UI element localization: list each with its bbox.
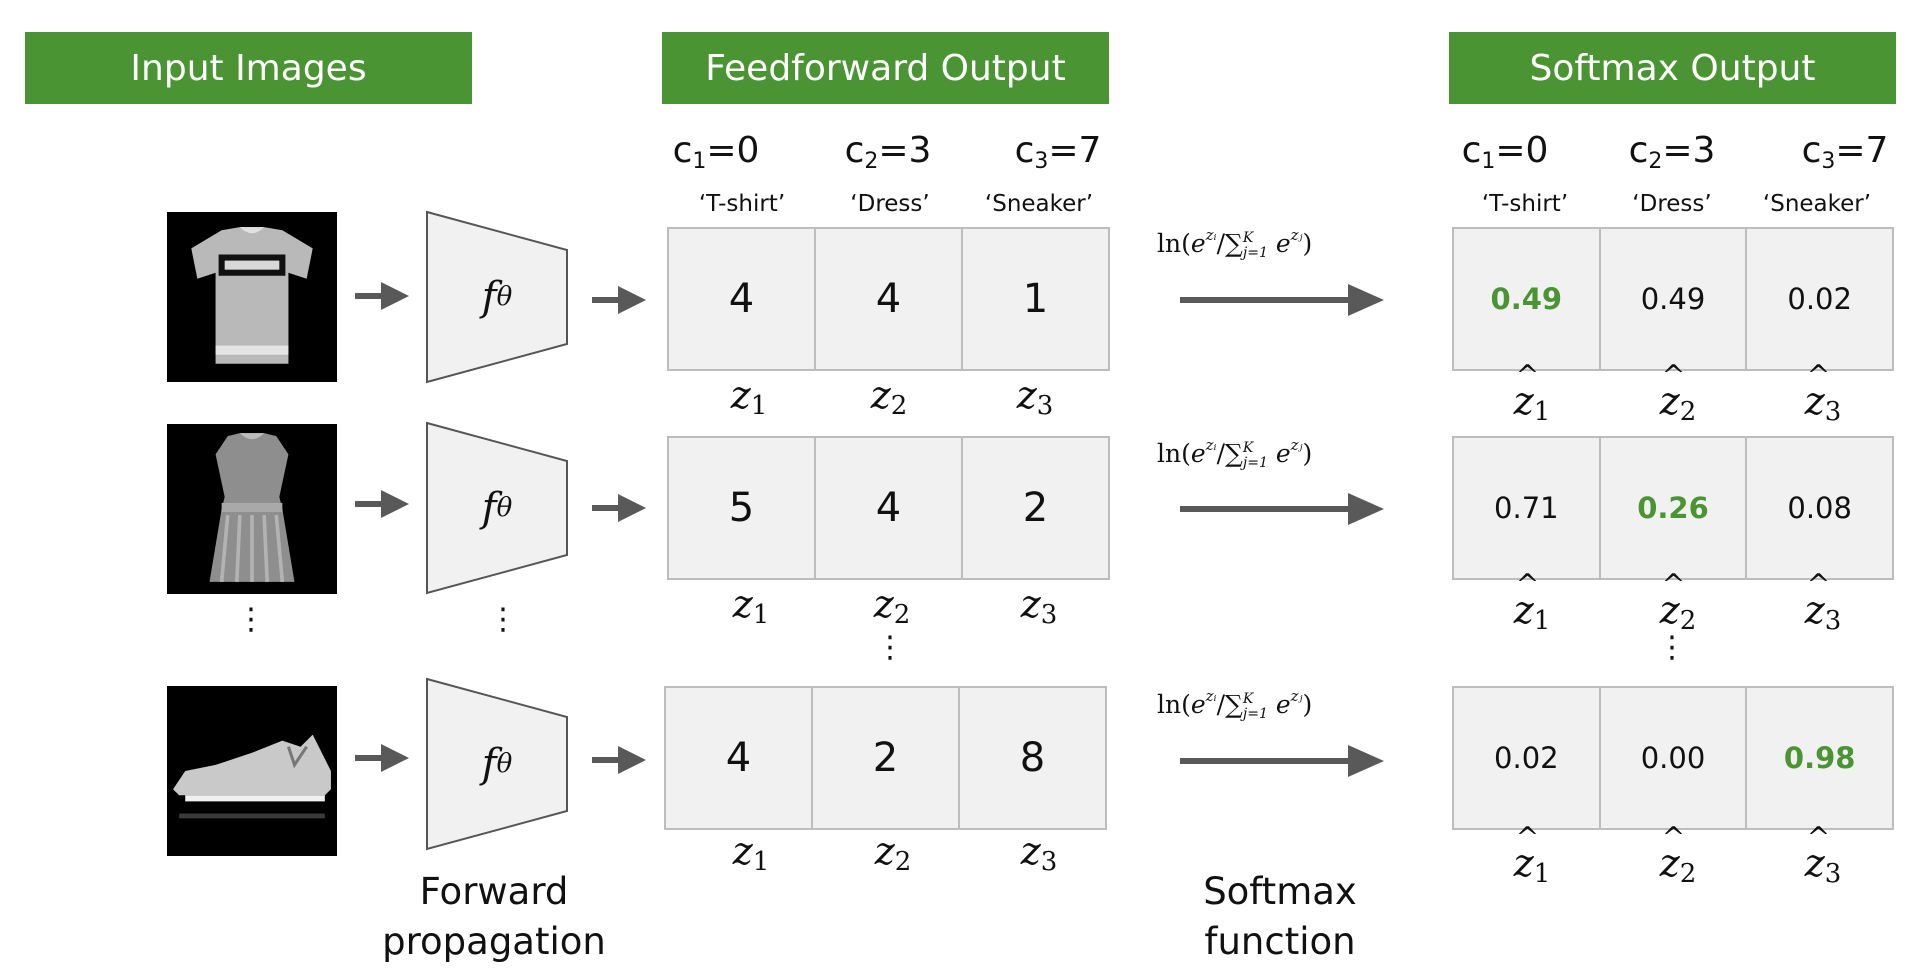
logit-cell: 2 <box>1022 485 1049 531</box>
class-name-3: ‘Sneaker’ <box>1762 191 1872 217</box>
class-label-1: c1=0 <box>1461 130 1549 174</box>
feedforward-output-header: Feedforward Output <box>662 32 1109 104</box>
z-hat-label: z1 <box>1514 824 1551 887</box>
input-images-header: Input Images <box>25 32 472 104</box>
arrow-icon <box>355 484 409 524</box>
vertical-ellipsis: ⋮ <box>1657 630 1687 665</box>
probability-cell: 0.26 <box>1601 438 1748 578</box>
z-label: z1 <box>732 582 770 630</box>
arrow-icon <box>592 488 646 528</box>
logit-row: 5 4 2 <box>667 436 1110 580</box>
z-label: z2 <box>873 582 911 630</box>
arrow-icon <box>592 280 646 320</box>
logit-cell: 2 <box>813 688 960 828</box>
vertical-ellipsis: ⋮ <box>875 630 905 665</box>
probability-cell: 0.02 <box>1454 688 1601 828</box>
arrow-icon <box>1180 280 1384 320</box>
probability-row: 0.71 0.26 0.08 <box>1452 436 1894 580</box>
class-name-2: ‘Dress’ <box>1632 191 1712 217</box>
softmax-function-caption: Softmax function <box>1203 870 1357 963</box>
sneaker-image <box>167 686 337 856</box>
arrow-icon <box>1180 489 1384 529</box>
z-hat-label: z1 <box>1514 362 1551 425</box>
class-label-3: c3=7 <box>1801 130 1889 174</box>
arrow-icon <box>592 740 646 780</box>
probability-cell: 0.00 <box>1601 688 1748 828</box>
logit-cell: 4 <box>669 229 816 369</box>
z-label: z3 <box>1016 373 1054 421</box>
probability-cell: 0.98 <box>1783 741 1856 775</box>
z-hat-label: z3 <box>1805 571 1842 634</box>
class-name-1: ‘T-shirt’ <box>698 191 786 217</box>
class-label-1: c1=0 <box>672 130 760 174</box>
vertical-ellipsis: ⋮ <box>236 602 266 637</box>
z-label: z2 <box>874 829 912 877</box>
class-name-1: ‘T-shirt’ <box>1481 191 1569 217</box>
z-hat-label: z1 <box>1514 571 1551 634</box>
class-label-2: c2=3 <box>844 130 932 174</box>
class-label-3: c3=7 <box>1014 130 1102 174</box>
z-hat-label: z2 <box>1660 362 1697 425</box>
probability-cell: 0.49 <box>1454 229 1601 369</box>
probability-cell: 0.02 <box>1787 282 1852 316</box>
z-label: z2 <box>870 373 908 421</box>
class-name-2: ‘Dress’ <box>850 191 930 217</box>
z-hat-label: z2 <box>1660 571 1697 634</box>
probability-cell: 0.71 <box>1454 438 1601 578</box>
logit-cell: 1 <box>1022 276 1049 322</box>
z-hat-label: z2 <box>1660 824 1697 887</box>
arrow-icon <box>355 276 409 316</box>
z-label: z1 <box>732 829 770 877</box>
z-label: z3 <box>1020 829 1058 877</box>
logit-row: 4 2 8 <box>664 686 1107 830</box>
logit-cell: 8 <box>1019 735 1046 781</box>
tshirt-image <box>167 212 337 382</box>
z-hat-label: z3 <box>1805 362 1842 425</box>
z-label: z3 <box>1020 582 1058 630</box>
logit-cell: 4 <box>816 229 963 369</box>
softmax-output-header: Softmax Output <box>1449 32 1896 104</box>
vertical-ellipsis: ⋮ <box>488 602 518 637</box>
class-label-2: c2=3 <box>1628 130 1716 174</box>
arrow-icon <box>355 738 409 778</box>
logit-row: 4 4 1 <box>667 227 1110 371</box>
probability-row: 0.49 0.49 0.02 <box>1452 227 1894 371</box>
logit-cell: 5 <box>669 438 816 578</box>
z-hat-label: z3 <box>1805 824 1842 887</box>
dress-image <box>167 424 337 594</box>
logit-cell: 4 <box>666 688 813 828</box>
arrow-icon <box>1180 741 1384 781</box>
logit-cell: 4 <box>816 438 963 578</box>
forward-propagation-caption: Forward propagation <box>382 870 606 963</box>
z-label: z1 <box>730 373 768 421</box>
probability-cell: 0.49 <box>1601 229 1748 369</box>
probability-cell: 0.08 <box>1787 491 1852 525</box>
probability-row: 0.02 0.00 0.98 <box>1452 686 1894 830</box>
class-name-3: ‘Sneaker’ <box>984 191 1094 217</box>
